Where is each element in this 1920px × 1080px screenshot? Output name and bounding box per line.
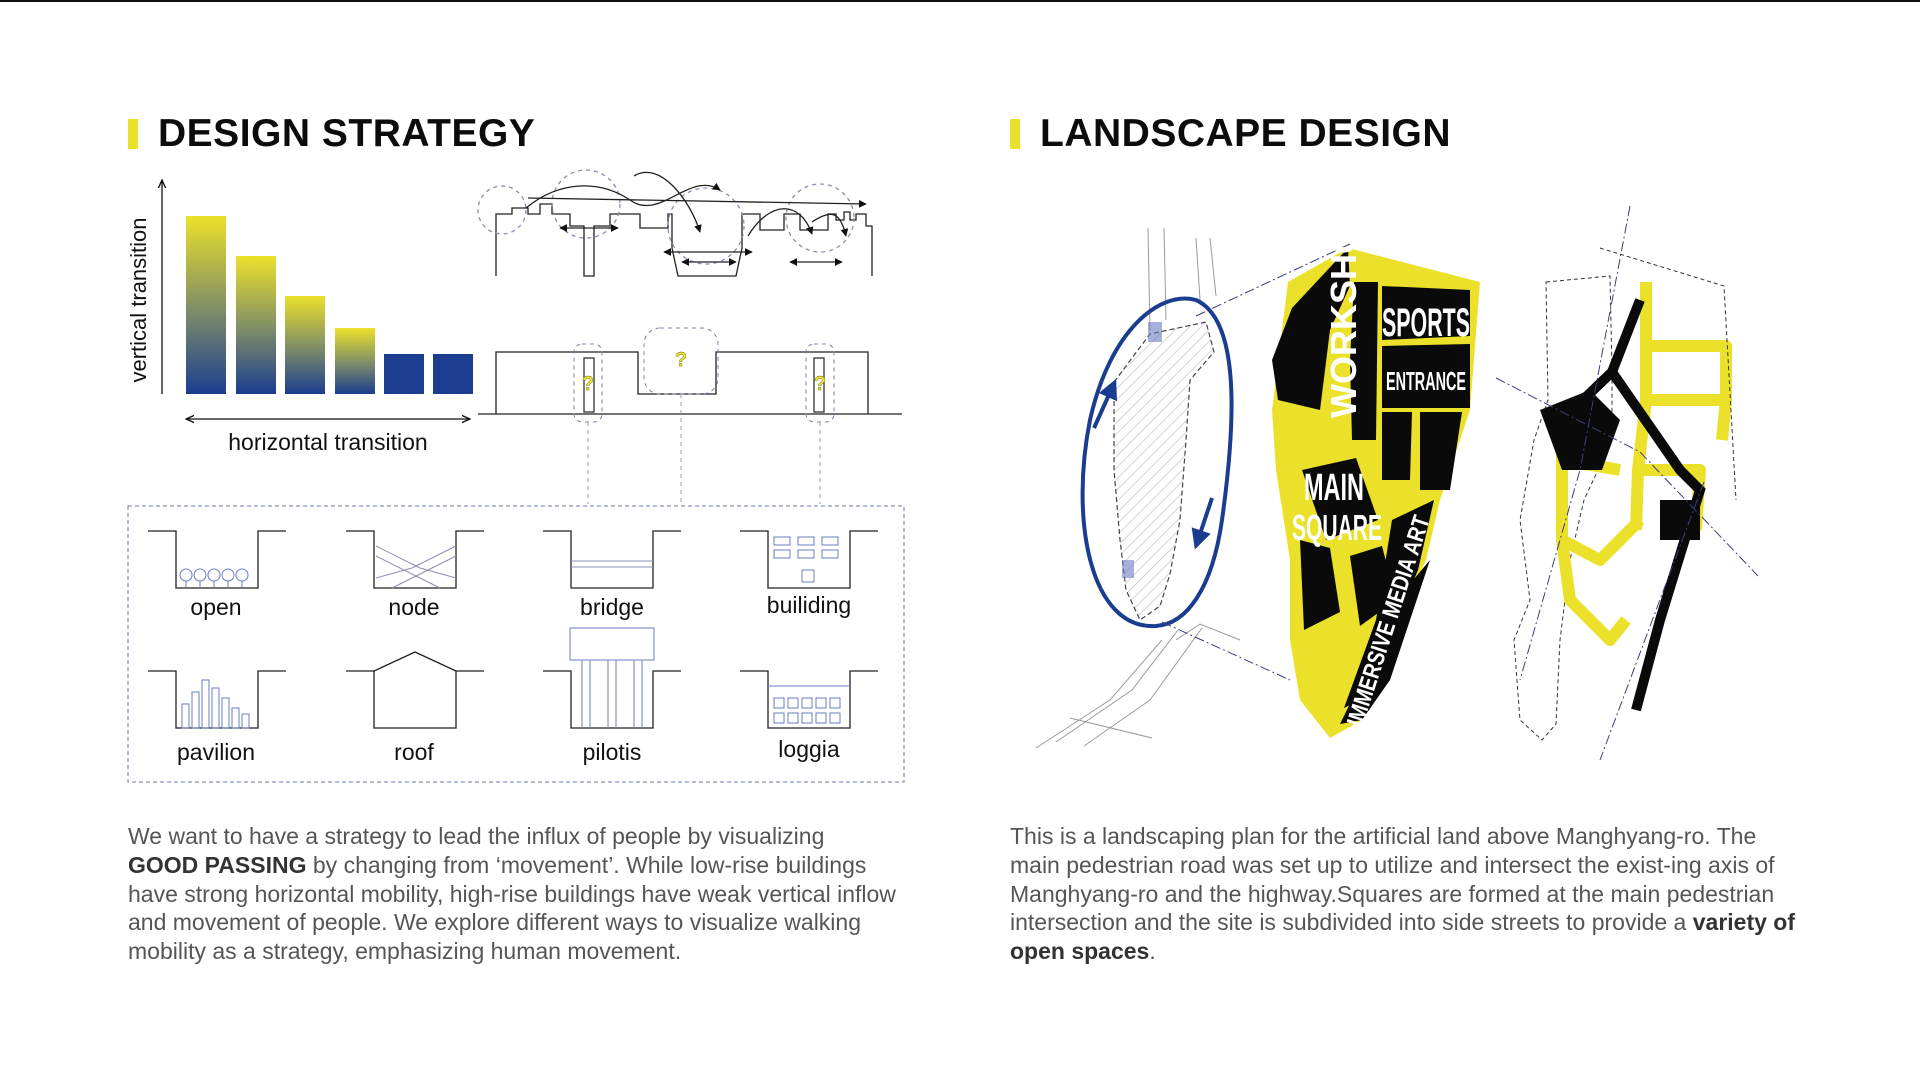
transition-bar <box>335 328 375 394</box>
question-mark: ? <box>814 373 826 395</box>
vertical-axis-label: vertical transition <box>126 217 151 382</box>
hatched-site-area <box>1113 321 1215 621</box>
void-section-diagram: ? ? ? <box>478 327 902 504</box>
type-bridge <box>543 530 681 589</box>
title-accent-bar <box>1010 119 1020 149</box>
label-square: SQUARE <box>1292 507 1382 548</box>
landscape-design-description: This is a landscaping plan for the artif… <box>1010 823 1795 965</box>
type-building <box>740 530 878 589</box>
type-pavilion <box>148 670 286 729</box>
highlight-open-spaces: variety of open spaces <box>1010 909 1795 965</box>
type-label: builiding <box>767 592 851 618</box>
title-accent-bar <box>128 119 138 149</box>
type-label: open <box>190 594 241 620</box>
site-context-plan <box>1035 227 1351 749</box>
type-label: pilotis <box>583 739 642 765</box>
design-strategy-title: DESIGN STRATEGY <box>158 112 536 155</box>
type-roof <box>346 651 484 729</box>
section-title-landscape-design: LANDSCAPE DESIGN <box>1010 112 1451 156</box>
horizontal-axis-label: horizontal transition <box>228 429 427 455</box>
transition-bar <box>236 256 276 394</box>
highlight-good-passing: GOOD PASSING <box>128 851 307 878</box>
type-label: pavilion <box>177 739 255 765</box>
transition-bar <box>433 354 473 394</box>
label-workshop: WORKSHOP <box>1323 202 1364 418</box>
movement-section-diagram <box>477 169 873 277</box>
top-rule <box>0 0 1920 2</box>
section-title-design-strategy: DESIGN STRATEGY <box>128 112 535 156</box>
strategy-types-grid: open node bridge <box>127 505 905 783</box>
label-main: MAIN <box>1304 467 1364 509</box>
circulation-loop <box>1080 296 1234 629</box>
transition-bar <box>384 354 424 394</box>
question-mark: ? <box>582 373 594 395</box>
design-strategy-description: We want to have a strategy to lead the i… <box>128 823 896 965</box>
transition-bar-graph: vertical transition horizontal transitio… <box>126 180 473 455</box>
type-label: roof <box>394 739 434 765</box>
type-label: node <box>388 594 439 620</box>
types-frame <box>127 505 905 783</box>
type-pilotis <box>543 627 681 729</box>
pedestrian-axis-plan <box>1495 205 1759 761</box>
transition-bar <box>285 296 325 394</box>
type-open <box>148 530 286 589</box>
type-label: bridge <box>580 594 644 620</box>
transition-bar <box>186 216 226 394</box>
type-label: loggia <box>778 736 840 762</box>
label-entrance: ENTRANCE <box>1386 366 1466 396</box>
type-node <box>346 530 484 589</box>
question-mark: ? <box>675 349 687 371</box>
program-zoning-plan: WORKSHOP SPORTS ENTRANCE MAIN SQUARE IMM… <box>1272 202 1480 738</box>
landscape-design-title: LANDSCAPE DESIGN <box>1040 112 1452 155</box>
type-loggia <box>740 670 878 729</box>
label-sports: SPORTS <box>1382 301 1470 345</box>
